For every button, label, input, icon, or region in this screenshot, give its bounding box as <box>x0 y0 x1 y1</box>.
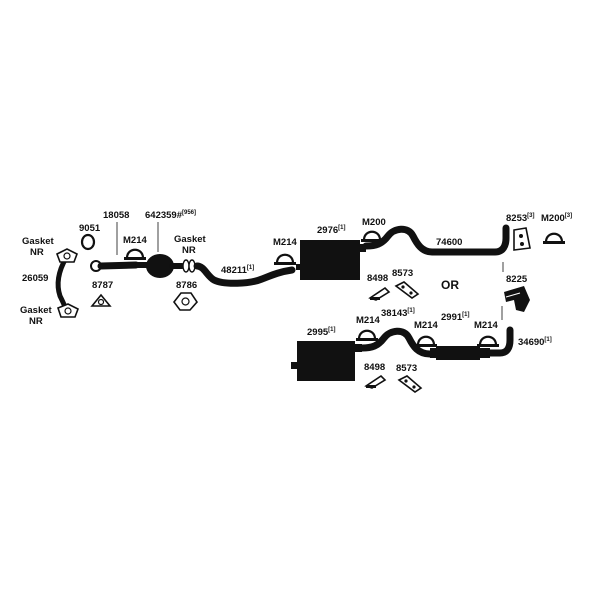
part-48211-label: 48211[1] <box>221 265 254 276</box>
gasket-nr-mid-label-2: NR <box>182 245 196 256</box>
part-8786-label: 8786 <box>176 280 197 291</box>
part-8225-label: 8225 <box>506 274 528 285</box>
part-8253-label: 8253[3] <box>506 213 534 224</box>
part-26059-label: 26059 <box>22 273 48 284</box>
part-34690-label: 34690[1] <box>518 337 552 348</box>
part-2991-label: 2991[1] <box>441 312 469 323</box>
gasket-nr-top-label: Gasket <box>22 236 55 247</box>
part-8253-hanger <box>513 227 531 251</box>
m214-clamp-b <box>274 253 296 265</box>
part-2976-muffler <box>296 240 366 280</box>
part-8498-b-hanger <box>364 374 387 389</box>
gasket-nr-bottom-label: Gasket <box>20 305 53 316</box>
m200-clamp-a <box>361 230 383 242</box>
part-74600-tailpipe <box>362 224 510 256</box>
part-8225-hanger <box>504 286 530 312</box>
part-642359-catalytic-converter <box>135 254 185 278</box>
part-2995-label: 2995[1] <box>307 327 335 338</box>
m214-clamp-c <box>356 329 378 341</box>
part-34690-tailpipe <box>486 326 514 357</box>
part-18058-pipe <box>90 260 140 272</box>
m214-clamp-c-label: M214 <box>356 315 380 326</box>
m200-clamp-b <box>543 232 565 244</box>
m214-clamp-b-label: M214 <box>273 237 297 248</box>
m214-clamp-d <box>415 335 437 347</box>
part-8786-gasket <box>172 292 199 311</box>
part-48211-pipe <box>193 262 296 287</box>
gasket-nr-bottom-label-2: NR <box>29 316 43 327</box>
part-9051-ring <box>80 233 96 251</box>
part-18058-label: 18058 <box>103 210 129 221</box>
part-8787-label: 8787 <box>92 280 113 291</box>
part-2995-muffler <box>291 341 362 381</box>
part-38143-pipe <box>358 327 434 358</box>
part-8573-b-label: 8573 <box>396 363 417 374</box>
part-38143-label: 38143[1] <box>381 308 415 319</box>
part-8573-a-hanger <box>394 281 420 299</box>
part-8573-b-hanger <box>397 375 423 393</box>
part-74600-label: 74600 <box>436 237 462 248</box>
part-2991-resonator <box>430 346 490 360</box>
part-8498-b-label: 8498 <box>364 362 385 373</box>
or-separator-label: OR <box>441 278 459 292</box>
m214-clamp-e-label: M214 <box>474 320 498 331</box>
gasket-nr-top-label-2: NR <box>30 247 44 258</box>
m214-clamp-e <box>477 335 499 347</box>
m214-clamp-a <box>124 248 146 260</box>
part-642359-label: 642359#[956] <box>145 210 196 221</box>
part-2976-label: 2976[1] <box>317 225 345 236</box>
part-8573-a-label: 8573 <box>392 268 413 279</box>
part-8498-a-hanger <box>368 286 391 301</box>
gasket-nr-mid <box>182 259 196 273</box>
m214-clamp-a-label: M214 <box>123 235 147 246</box>
part-8498-a-label: 8498 <box>367 273 388 284</box>
part-26059-y-pipe <box>55 248 80 318</box>
m214-clamp-d-label: M214 <box>414 320 438 331</box>
gasket-nr-mid-label: Gasket <box>174 234 207 245</box>
m200-clamp-b-label: M200[3] <box>541 213 572 224</box>
part-9051-label: 9051 <box>79 223 101 234</box>
m200-clamp-a-label: M200 <box>362 217 386 228</box>
